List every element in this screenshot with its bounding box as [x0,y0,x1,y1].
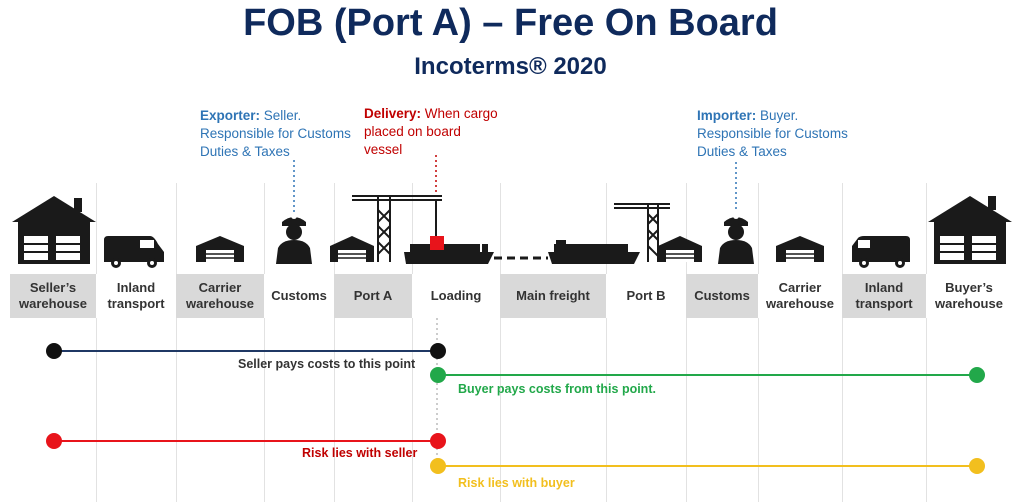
stage-label-customs: Customs [264,274,334,318]
exporter-note-text1: Seller. [260,108,302,123]
risk-buyer-label: Risk lies with buyer [458,476,575,490]
importer-note-text2: Responsible for Customs [697,126,848,141]
warehouse-icon [776,236,824,262]
risk-buyer-end-dot [969,458,985,474]
crane-icon [352,195,442,262]
delivery-note: Delivery: When cargo placed on board ves… [364,105,498,159]
column-divider [842,183,843,502]
column-divider [334,183,335,502]
van-icon [852,236,910,268]
risk-buyer-start-dot [430,458,446,474]
stage-label-port-a: Port A [334,274,412,318]
exporter-note: Exporter: Seller. Responsible for Custom… [200,107,351,161]
warehouse-icon [196,236,244,262]
diagram-subtitle: Incoterms® 2020 [414,53,607,80]
column-divider [412,183,413,502]
customs-officer-icon [276,213,312,264]
stage-label-customs-b: Customs [686,274,758,318]
cargo-container-icon [430,236,444,250]
crane-icon [614,203,670,262]
stage-label-port-b: Port B [606,274,686,318]
delivery-note-text2: placed on board [364,124,461,139]
buyer-cost-start-dot [430,367,446,383]
column-divider [500,183,501,502]
risk-seller-end-dot [430,433,446,449]
column-divider [176,183,177,502]
seller-pays-label: Seller pays costs to this point [238,357,416,371]
column-divider [606,183,607,502]
buyer-pays-label: Buyer pays costs from this point. [458,382,656,396]
warehouse-icon [658,236,702,262]
importer-note: Importer: Buyer. Responsible for Customs… [697,107,848,161]
stage-label-main-freight: Main freight [500,274,606,318]
column-divider [926,183,927,502]
column-divider [264,183,265,502]
column-divider [96,183,97,502]
seller-cost-end-dot [430,343,446,359]
warehouse-icon [330,236,374,262]
exporter-note-text3: Duties & Taxes [200,144,290,159]
ship-icon [548,240,640,264]
importer-note-text3: Duties & Taxes [697,144,787,159]
house-icon [928,196,1012,264]
van-icon [104,236,164,268]
importer-note-text1: Buyer. [756,108,799,123]
exporter-note-label: Exporter: [200,108,261,123]
importer-note-label: Importer: [697,108,757,123]
risk-seller-label: Risk lies with seller [302,446,418,460]
delivery-note-text3: vessel [364,142,403,157]
ship-icon [404,244,494,264]
buyer-cost-end-dot [969,367,985,383]
column-divider [686,183,687,502]
delivery-note-label: Delivery: [364,106,422,121]
customs-officer-icon [718,213,754,264]
diagram-title: FOB (Port A) – Free On Board [243,2,778,44]
seller-cost-start-dot [46,343,62,359]
risk-seller-start-dot [46,433,62,449]
column-divider [758,183,759,502]
exporter-note-text2: Responsible for Customs [200,126,351,141]
house-icon [12,196,96,264]
stage-label-loading: Loading [412,274,500,318]
delivery-note-text1: When cargo [421,106,498,121]
